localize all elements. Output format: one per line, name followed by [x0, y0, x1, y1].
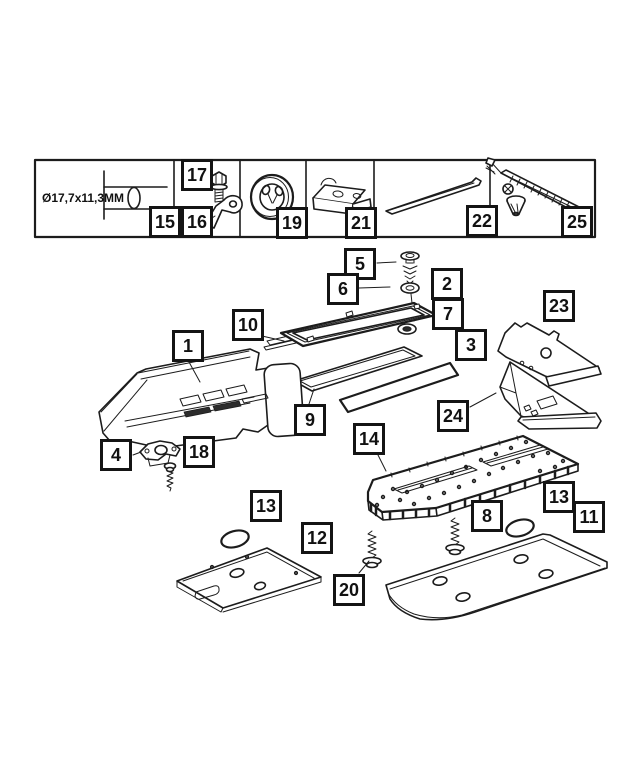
- oval-plug-left: [220, 529, 250, 549]
- callout-24[interactable]: 24: [437, 400, 470, 432]
- callout-20[interactable]: 20: [333, 574, 366, 606]
- callout-21[interactable]: 21: [345, 207, 378, 239]
- splash-shield-left: [176, 547, 322, 613]
- callout-17[interactable]: 17: [181, 159, 214, 191]
- screw-with-washer-8: [445, 517, 465, 556]
- screw-pan-head: [163, 462, 177, 492]
- floor-panel: [366, 434, 580, 521]
- oval-plug-right: [505, 518, 535, 538]
- small-grommet-plug: [397, 323, 417, 335]
- strap-art: [485, 157, 586, 217]
- callout-12[interactable]: 12: [301, 522, 334, 554]
- callout-9[interactable]: 9: [294, 404, 326, 436]
- callout-13-left[interactable]: 13: [250, 490, 283, 522]
- callout-19[interactable]: 19: [276, 207, 309, 239]
- grille-seal-frame: [293, 346, 423, 392]
- callout-leader-lines: [132, 261, 497, 574]
- push-pin-fastener: [400, 251, 420, 285]
- mounting-bracket: [139, 440, 181, 467]
- bolt-art: [210, 171, 228, 203]
- dimension-note: Ø17,7x11,3MM: [42, 191, 125, 205]
- callout-5[interactable]: 5: [344, 248, 376, 280]
- side-deflector-panel: [499, 361, 602, 430]
- callout-15[interactable]: 15: [149, 206, 182, 238]
- callout-18[interactable]: 18: [183, 436, 216, 468]
- callout-11[interactable]: 11: [573, 501, 605, 533]
- callout-10[interactable]: 10: [232, 309, 265, 341]
- cowl-top-panel: [98, 348, 305, 449]
- splash-shield-right: [385, 533, 608, 621]
- callout-25[interactable]: 25: [561, 206, 594, 238]
- insulation-mat: [338, 361, 460, 414]
- callout-7[interactable]: 7: [432, 298, 464, 330]
- callout-14[interactable]: 14: [353, 423, 386, 455]
- callout-6[interactable]: 6: [327, 273, 359, 305]
- callout-4[interactable]: 4: [100, 439, 132, 471]
- callout-16[interactable]: 16: [181, 206, 214, 238]
- screw-with-washer-20: [362, 530, 382, 569]
- callout-22[interactable]: 22: [466, 205, 499, 237]
- callout-8[interactable]: 8: [471, 500, 503, 532]
- callout-23[interactable]: 23: [543, 290, 576, 322]
- callout-3[interactable]: 3: [455, 329, 487, 361]
- callout-13-right[interactable]: 13: [543, 481, 576, 513]
- callout-1[interactable]: 1: [172, 330, 204, 362]
- side-cowl-panel: [497, 322, 602, 387]
- trim-strip-art: [385, 177, 482, 215]
- callout-2[interactable]: 2: [431, 268, 463, 300]
